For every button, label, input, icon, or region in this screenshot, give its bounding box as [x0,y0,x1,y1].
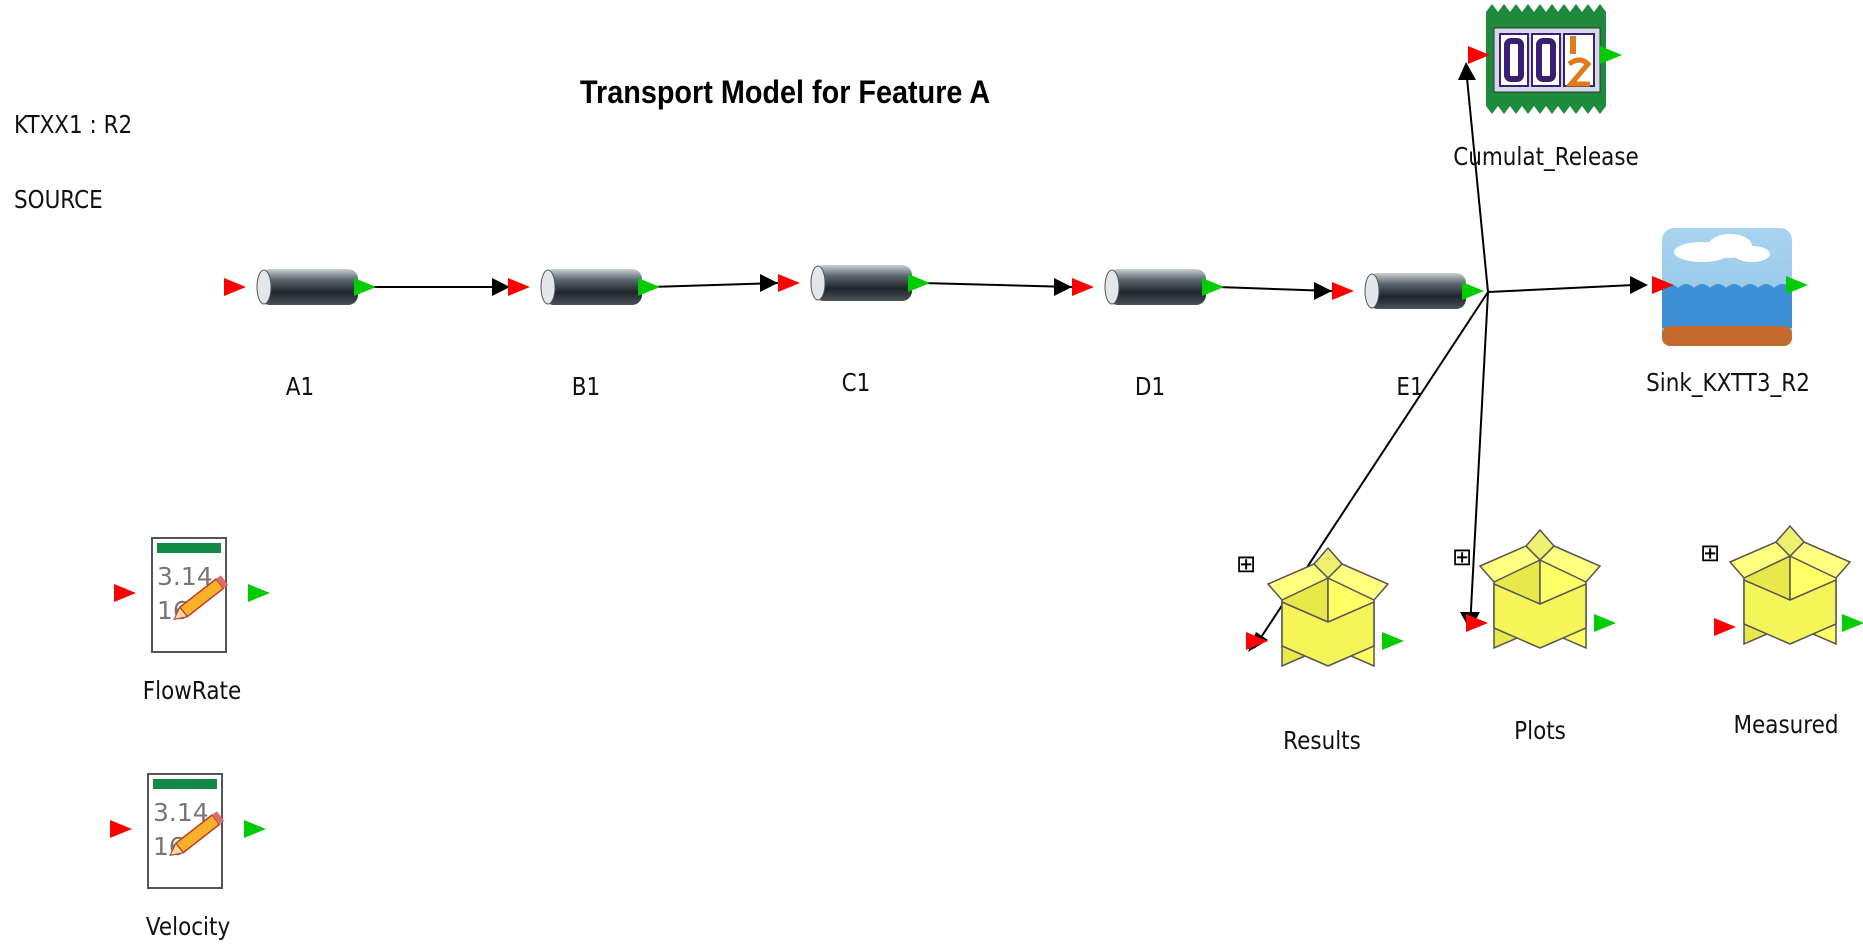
water-icon [1662,284,1792,328]
input-port-icon[interactable] [1714,618,1736,636]
link-e1-plots[interactable] [1469,291,1489,629]
input-port-icon[interactable] [1246,632,1268,650]
pipe-e1[interactable] [1332,273,1484,309]
node-label-flowrate[interactable]: FlowRate [142,676,242,705]
arrowhead-d1 [1054,278,1072,296]
link-e1-sink[interactable] [1487,284,1635,293]
arrowhead-e1 [1314,282,1332,300]
input-port-icon[interactable] [1332,282,1354,300]
arrowhead-c1 [760,274,778,292]
output-port-icon[interactable] [638,278,660,296]
node-label-measured[interactable]: Measured [1733,710,1839,739]
box-flap-back-icon [1774,524,1806,558]
node-label-sink[interactable]: Sink_KXTT3_R2 [1646,368,1810,397]
sink-element[interactable] [1652,228,1808,346]
output-port-icon[interactable] [244,820,266,838]
arrowhead-sink [1630,276,1648,294]
node-label-d1[interactable]: D1 [1134,372,1166,401]
pencil-icon [173,575,229,621]
pipe-icon [1108,269,1206,305]
digit-zero-inner-icon [1536,38,1556,82]
data-sheet-header-icon [157,543,221,553]
data-value-line1: 3.14 [153,798,209,827]
pipe-icon [260,269,358,305]
node-label-e1[interactable]: E1 [1396,372,1424,401]
output-port-icon[interactable] [1600,46,1622,64]
measured-container[interactable]: ⊞ [1700,524,1863,646]
node-label-plots[interactable]: Plots [1514,716,1566,745]
box-front-icon [1493,582,1587,649]
flowrate-element[interactable]: 3.14 16 [114,537,270,653]
link-d1-e1[interactable] [1217,286,1333,292]
output-port-icon[interactable] [1786,276,1808,294]
node-label-b1[interactable]: B1 [571,372,601,401]
link-b1-c1[interactable] [649,282,779,288]
node-label-c1[interactable]: C1 [841,368,871,397]
input-port-icon[interactable] [1652,276,1674,294]
pipe-end-icon [256,269,272,305]
input-port-icon[interactable] [110,820,132,838]
pipe-icon [544,269,642,305]
cloud-icon [1734,246,1770,262]
input-port-icon[interactable] [1466,614,1488,632]
zigzag-bottom-icon [1486,100,1606,114]
pipe-b1[interactable] [508,269,660,305]
output-port-icon[interactable] [248,584,270,602]
box-flap-back-icon [1524,528,1556,562]
input-port-icon[interactable] [508,278,530,296]
expand-icon[interactable]: ⊞ [1236,550,1256,578]
digit-zero-inner-icon [1504,38,1524,82]
arrowhead-cumulat [1458,62,1476,80]
model-title: Transport Model for Feature A [580,74,991,110]
velocity-element[interactable]: 3.14 16 [110,773,266,889]
pipe-icon [814,265,912,301]
expand-icon[interactable]: ⊞ [1452,543,1472,571]
results-container[interactable]: ⊞ [1236,546,1404,668]
arrowhead-b1 [492,278,510,296]
output-port-icon[interactable] [1842,614,1863,632]
rolling-digit-two-icon [1565,57,1592,87]
cumulat-release-element[interactable] [1468,4,1622,114]
data-sheet-header-icon [153,779,217,789]
expand-icon[interactable]: ⊞ [1700,539,1720,567]
pipe-d1[interactable] [1072,269,1224,305]
node-label-velocity[interactable]: Velocity [145,912,231,941]
pipe-a1[interactable] [224,269,376,305]
output-port-icon[interactable] [1202,278,1224,296]
pipe-end-icon [1104,269,1120,305]
input-port-icon[interactable] [778,274,800,292]
node-label-a1[interactable]: A1 [285,372,315,401]
source-id-label: KTXX1 : R2 [14,110,133,139]
link-c1-d1[interactable] [921,282,1073,288]
pipe-icon [1368,273,1466,309]
link-e1-cumulat[interactable] [1465,67,1489,293]
output-port-icon[interactable] [1462,282,1484,300]
input-port-icon[interactable] [1468,46,1490,64]
node-label-results[interactable]: Results [1283,726,1361,755]
node-label-cumulat-release[interactable]: Cumulat_Release [1453,142,1639,171]
output-port-icon[interactable] [354,278,376,296]
output-port-icon[interactable] [1382,632,1404,650]
output-port-icon[interactable] [908,274,930,292]
zigzag-top-icon [1486,4,1606,18]
data-value-line1: 3.14 [157,562,213,591]
pipe-end-icon [810,265,826,301]
output-port-icon[interactable] [1594,614,1616,632]
input-port-icon[interactable] [114,584,136,602]
input-port-icon[interactable] [224,278,246,296]
pencil-icon [169,811,225,857]
input-port-icon[interactable] [1072,278,1094,296]
pipe-c1[interactable] [778,265,930,301]
connections [368,67,1635,649]
ground-icon [1662,326,1792,346]
pipe-end-icon [540,269,556,305]
rolling-digit-top-icon [1570,36,1576,54]
plots-container[interactable]: ⊞ [1452,528,1616,650]
box-front-icon [1743,578,1837,645]
box-front-icon [1281,600,1375,667]
box-flap-back-icon [1312,546,1344,580]
source-label: SOURCE [14,185,103,214]
pipe-end-icon [1364,273,1380,309]
